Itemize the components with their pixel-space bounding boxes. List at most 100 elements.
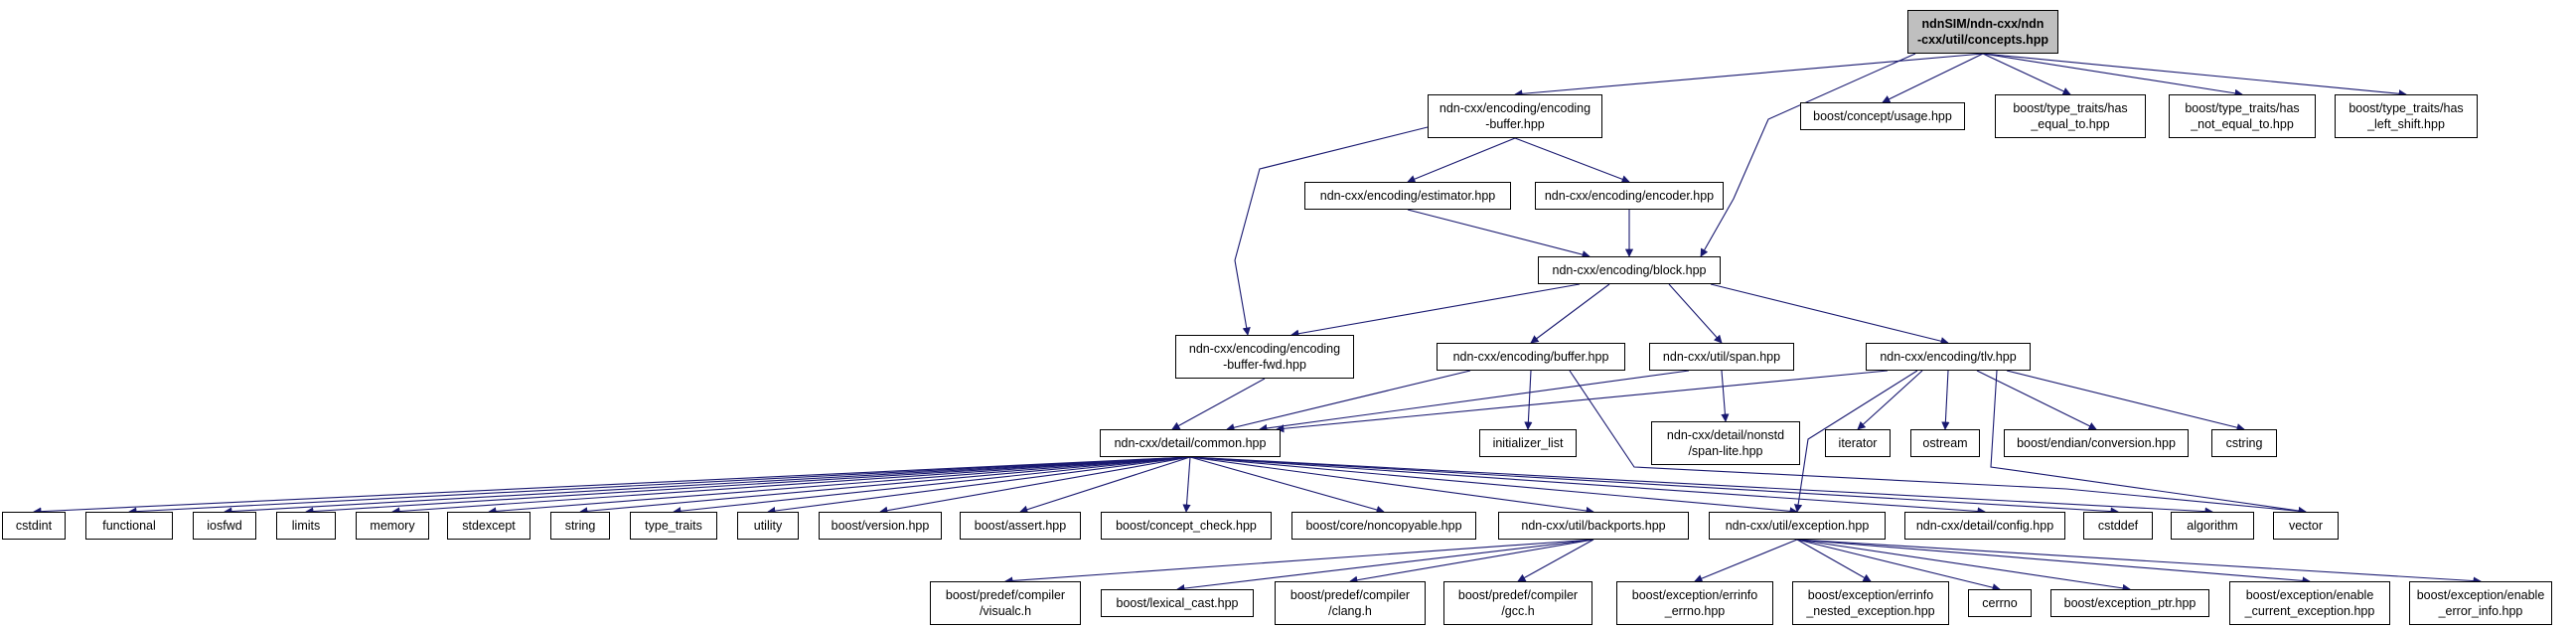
node-conversion[interactable]: boost/endian/conversion.hpp xyxy=(2004,429,2189,457)
edge-exception-to-cerrno xyxy=(1796,539,2001,592)
edge-common-to-string xyxy=(579,456,1191,516)
node-block[interactable]: ndn-cxx/encoding/block.hpp xyxy=(1538,256,1721,284)
node-concept-check[interactable]: boost/concept_check.hpp xyxy=(1101,512,1272,540)
edge-exception-to-errinfo-errno xyxy=(1694,539,1798,583)
node-cerrno[interactable]: cerrno xyxy=(1968,589,2032,617)
edge-common-to-limits xyxy=(305,456,1191,516)
edge-common-to-noncopyable xyxy=(1189,456,1385,514)
node-boost-assert[interactable]: boost/assert.hpp xyxy=(960,512,1081,540)
node-limits[interactable]: limits xyxy=(276,512,336,540)
node-algorithm[interactable]: algorithm xyxy=(2171,512,2254,540)
edge-common-to-cstdint xyxy=(33,456,1191,516)
edge-tlv-to-iterator xyxy=(1857,370,1923,430)
edge-span-to-common xyxy=(1259,370,1690,433)
edge-concepts-to-has-left-shift xyxy=(1982,53,2407,98)
edge-estimator-to-block xyxy=(1407,209,1591,259)
node-enable-error-info[interactable]: boost/exception/enable _error_info.hpp xyxy=(2409,581,2552,625)
node-span[interactable]: ndn-cxx/util/span.hpp xyxy=(1649,343,1794,371)
edge-concepts-to-usage xyxy=(1882,53,1984,103)
node-gcc[interactable]: boost/predef/compiler /gcc.h xyxy=(1443,581,1592,625)
edge-concepts-to-encoding-buffer xyxy=(1514,53,1984,98)
edge-exception-to-enable-current xyxy=(1796,539,2311,585)
edge-block-to-buffer xyxy=(1530,283,1610,344)
node-has-equal-to[interactable]: boost/type_traits/has _equal_to.hpp xyxy=(1995,94,2146,138)
node-cstring[interactable]: cstring xyxy=(2211,429,2277,457)
edge-tlv-to-vector xyxy=(1990,370,2307,516)
edge-common-to-config xyxy=(1189,456,1986,516)
node-exception-ptr[interactable]: boost/exception_ptr.hpp xyxy=(2050,589,2209,617)
edge-common-to-type-traits xyxy=(673,456,1191,516)
edge-encoding-buffer-to-encoder xyxy=(1514,137,1630,184)
node-concepts: ndnSIM/ndn-cxx/ndn -cxx/util/concepts.hp… xyxy=(1907,10,2058,54)
node-usage[interactable]: boost/concept/usage.hpp xyxy=(1800,102,1965,130)
edge-common-to-memory xyxy=(391,456,1191,516)
node-has-not-equal-to[interactable]: boost/type_traits/has _not_equal_to.hpp xyxy=(2169,94,2316,138)
edge-exception-to-exception-ptr xyxy=(1796,539,2131,592)
node-encoder[interactable]: ndn-cxx/encoding/encoder.hpp xyxy=(1535,182,1724,210)
node-estimator[interactable]: ndn-cxx/encoding/estimator.hpp xyxy=(1304,182,1511,210)
edge-concepts-to-block xyxy=(1700,53,1916,257)
node-boost-version[interactable]: boost/version.hpp xyxy=(819,512,942,540)
edge-encoding-buffer-to-estimator xyxy=(1407,137,1516,184)
node-cstdint[interactable]: cstdint xyxy=(2,512,66,540)
edge-exception-to-enable-error-info xyxy=(1796,539,2482,585)
edge-common-to-stdexcept xyxy=(488,456,1191,516)
edge-common-to-utility xyxy=(767,456,1191,516)
node-visualc[interactable]: boost/predef/compiler /visualc.h xyxy=(930,581,1081,625)
edge-tlv-to-cstring xyxy=(2006,370,2245,432)
node-stdexcept[interactable]: stdexcept xyxy=(447,512,530,540)
edge-concepts-to-has-not-equal-to xyxy=(1982,53,2243,97)
edge-buffer-fwd-to-common xyxy=(1171,378,1266,430)
edge-backports-to-clang xyxy=(1349,539,1594,584)
node-memory[interactable]: memory xyxy=(356,512,429,540)
edge-common-to-functional xyxy=(128,456,1191,516)
edge-tlv-to-exception xyxy=(1794,370,1918,513)
edge-common-to-boost-assert xyxy=(1019,456,1191,514)
node-exception[interactable]: ndn-cxx/util/exception.hpp xyxy=(1709,512,1886,540)
node-iterator[interactable]: iterator xyxy=(1825,429,1891,457)
node-vector[interactable]: vector xyxy=(2273,512,2339,540)
node-encoding-buffer[interactable]: ndn-cxx/encoding/encoding -buffer.hpp xyxy=(1428,94,1602,138)
edge-backports-to-gcc xyxy=(1517,539,1594,582)
edge-common-to-cstddef xyxy=(1189,456,2119,516)
node-common[interactable]: ndn-cxx/detail/common.hpp xyxy=(1100,429,1281,457)
node-initializer-list[interactable]: initializer_list xyxy=(1479,429,1577,457)
node-cstddef[interactable]: cstddef xyxy=(2083,512,2153,540)
node-config[interactable]: ndn-cxx/detail/config.hpp xyxy=(1904,512,2065,540)
node-errinfo-nested[interactable]: boost/exception/errinfo _nested_exceptio… xyxy=(1792,581,1949,625)
edge-common-to-exception xyxy=(1189,456,1798,516)
edge-common-to-algorithm xyxy=(1189,456,2213,516)
edge-encoding-buffer-to-buffer-fwd xyxy=(1234,126,1429,336)
node-ostream[interactable]: ostream xyxy=(1910,429,1980,457)
node-enable-current[interactable]: boost/exception/enable _current_exceptio… xyxy=(2229,581,2390,625)
node-backports[interactable]: ndn-cxx/util/backports.hpp xyxy=(1498,512,1689,540)
node-iosfwd[interactable]: iosfwd xyxy=(193,512,256,540)
node-errinfo-errno[interactable]: boost/exception/errinfo _errno.hpp xyxy=(1616,581,1773,625)
edge-backports-to-visualc xyxy=(1004,539,1594,585)
node-type-traits[interactable]: type_traits xyxy=(630,512,717,540)
node-functional[interactable]: functional xyxy=(85,512,173,540)
edge-block-to-tlv xyxy=(1710,283,1949,346)
node-has-left-shift[interactable]: boost/type_traits/has _left_shift.hpp xyxy=(2335,94,2478,138)
edge-span-to-span-lite xyxy=(1721,370,1730,422)
node-buffer[interactable]: ndn-cxx/encoding/buffer.hpp xyxy=(1437,343,1625,371)
node-buffer-fwd[interactable]: ndn-cxx/encoding/encoding -buffer-fwd.hp… xyxy=(1175,335,1354,379)
edge-buffer-to-common xyxy=(1226,370,1471,432)
edge-common-to-boost-version xyxy=(879,456,1191,515)
node-clang[interactable]: boost/predef/compiler /clang.h xyxy=(1275,581,1426,625)
edge-block-to-buffer-fwd xyxy=(1290,283,1581,338)
node-lexical-cast[interactable]: boost/lexical_cast.hpp xyxy=(1101,589,1254,617)
node-string[interactable]: string xyxy=(550,512,610,540)
node-tlv[interactable]: ndn-cxx/encoding/tlv.hpp xyxy=(1866,343,2031,371)
edge-block-to-span xyxy=(1668,283,1723,344)
edge-buffer-to-initializer-list xyxy=(1524,370,1533,430)
edge-common-to-iosfwd xyxy=(224,456,1191,516)
node-span-lite[interactable]: ndn-cxx/detail/nonstd /span-lite.hpp xyxy=(1651,421,1800,465)
edge-concepts-to-has-equal-to xyxy=(1982,53,2071,95)
edge-tlv-to-ostream xyxy=(1941,370,1950,430)
node-utility[interactable]: utility xyxy=(737,512,799,540)
edge-tlv-to-common xyxy=(1276,370,1889,433)
node-noncopyable[interactable]: boost/core/noncopyable.hpp xyxy=(1291,512,1476,540)
